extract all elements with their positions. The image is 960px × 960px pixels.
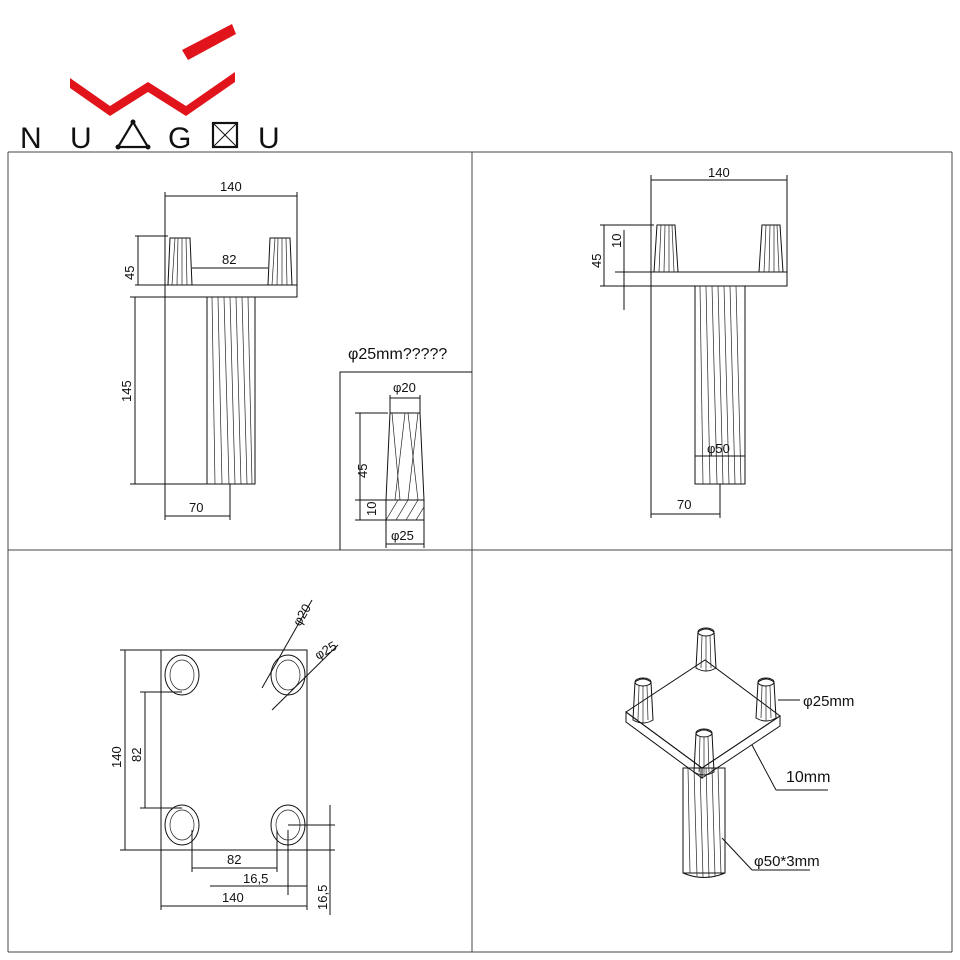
pin-detail-top-diameter: φ20 <box>393 380 416 395</box>
front-leg <box>206 296 256 485</box>
pin-detail: φ25mm????? φ20 45 10 φ25 <box>339 346 472 550</box>
logo-triangle-dot-left <box>115 144 121 150</box>
iso-label-plate: 10mm <box>786 769 830 786</box>
panel-frame <box>7 151 953 953</box>
logo-triangle-dot-right <box>145 144 151 150</box>
top-hole-tr <box>270 654 306 696</box>
logo-letter-g: G <box>168 122 191 155</box>
top-dim-pin-top: φ20 <box>290 601 314 628</box>
top-dim-edge-offset-h: 16,5 <box>243 871 268 886</box>
iso-pin-left <box>632 677 654 724</box>
pin-detail-base-height: 10 <box>364 502 379 516</box>
front-dim-pin-height: 45 <box>122 266 137 280</box>
iso-label-pin: φ25mm <box>803 693 854 710</box>
front-dim-pin-spacing: 82 <box>222 252 236 267</box>
logo-letter-u: U <box>70 122 92 155</box>
top-dim-edge-offset-v: 16,5 <box>315 885 330 910</box>
pin-detail-bottom-diameter: φ25 <box>391 528 414 543</box>
pin-detail-note: φ25mm????? <box>348 346 447 363</box>
front-pin-right <box>267 237 293 286</box>
side-dim-width: 140 <box>708 165 730 180</box>
side-dim-leg-diameter: φ50 <box>707 441 730 456</box>
side-dim-leg-width: 70 <box>677 497 691 512</box>
side-pin-left <box>653 224 679 273</box>
front-dim-leg-width: 70 <box>189 500 203 515</box>
iso-pin-back <box>695 627 717 672</box>
side-dim-plate-thickness: 10 <box>609 234 624 248</box>
top-dim-pin-spacing-v: 82 <box>129 748 144 762</box>
front-view: 140 82 45 145 70 <box>119 179 298 520</box>
front-dim-leg-height: 145 <box>119 380 134 402</box>
pin-detail-height: 45 <box>355 464 370 478</box>
top-dim-height: 140 <box>109 746 124 768</box>
front-dim-width: 140 <box>220 179 242 194</box>
logo-triangle <box>116 119 150 149</box>
iso-leg <box>682 767 726 878</box>
iso-pin-right <box>755 677 777 722</box>
logo-red-stroke <box>182 24 236 60</box>
logo-letter-n: N <box>20 122 42 155</box>
iso-pin-front <box>693 728 715 776</box>
iso-label-leg: φ50*3mm <box>754 853 820 870</box>
side-dim-pin-height: 45 <box>589 254 604 268</box>
logo-red-mark <box>70 72 235 116</box>
logo-box <box>211 121 239 149</box>
top-dim-pin-spacing-h: 82 <box>227 852 241 867</box>
top-hole-bl <box>164 804 200 846</box>
side-pin-right <box>758 224 784 273</box>
side-view: 140 45 10 φ50 70 <box>589 165 788 518</box>
iso-view: φ25mm 10mm φ50*3mm <box>625 627 854 878</box>
top-hole-tl <box>164 654 200 696</box>
top-dim-pin-bottom: φ25 <box>312 638 339 662</box>
brand-logo: N U G U <box>20 24 280 155</box>
logo-triangle-dot-top <box>130 119 136 125</box>
front-pin-left <box>167 237 193 286</box>
top-dim-width: 140 <box>222 890 244 905</box>
logo-letter-u2: U <box>258 122 280 155</box>
top-view: φ20 φ25 140 82 82 16,5 140 16,5 <box>109 599 339 915</box>
